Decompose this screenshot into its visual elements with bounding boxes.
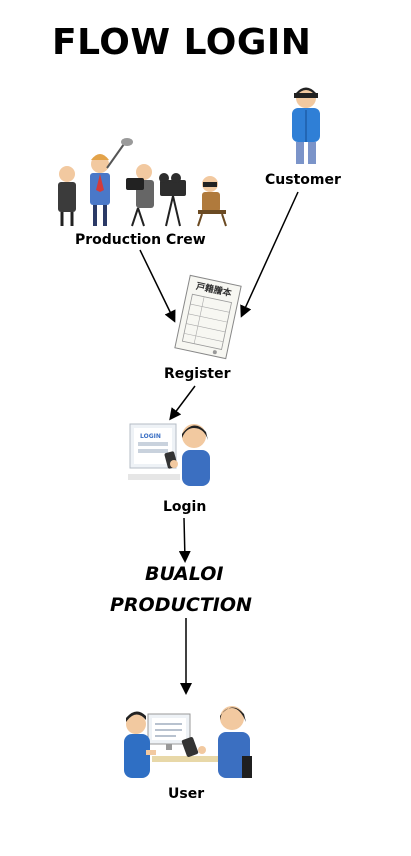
login-screen-text: LOGIN	[140, 433, 161, 440]
register-label: Register	[164, 366, 231, 382]
arrow-register-to-login	[169, 385, 196, 421]
customer-illustration	[292, 87, 320, 164]
arrow-login-to-brand	[178, 517, 191, 563]
brand-line-2: PRODUCTION	[110, 594, 252, 616]
production-crew-label: Production Crew	[75, 232, 206, 248]
login-label: Login	[163, 499, 207, 515]
register-document-illustration: 戸籍謄本	[174, 274, 242, 360]
user-illustration	[124, 706, 252, 778]
production-crew-illustration	[58, 138, 227, 227]
customer-label: Customer	[265, 172, 341, 188]
arrow-customer-to-register	[240, 191, 299, 318]
arrow-crew-to-register	[139, 249, 176, 323]
login-illustration: LOGIN	[128, 423, 210, 486]
brand-line-1: BUALOI	[145, 563, 224, 585]
diagram-title: FLOW LOGIN	[52, 22, 312, 63]
user-label: User	[168, 786, 205, 802]
